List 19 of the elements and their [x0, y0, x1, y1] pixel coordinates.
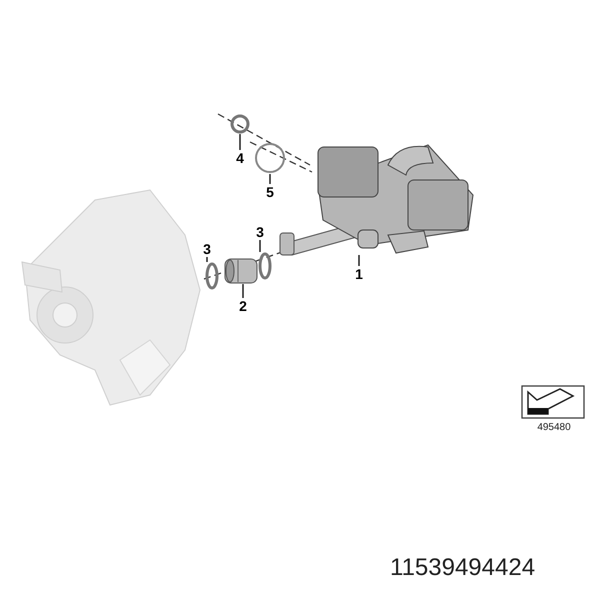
callout-number: 4 [233, 150, 247, 166]
leader-line [358, 255, 360, 266]
o-ring [254, 142, 286, 174]
seal-ring [258, 252, 272, 280]
leader-line [206, 257, 208, 262]
leader-line [269, 174, 271, 184]
seal-ring [230, 114, 250, 134]
leader-line [242, 284, 244, 298]
callout-number: 2 [236, 298, 250, 314]
pipe-sleeve [224, 258, 258, 284]
leader-line [239, 134, 241, 150]
leader-line [259, 240, 261, 252]
seal-ring [205, 262, 219, 290]
callout-number: 5 [263, 184, 277, 200]
part-number: 11539494424 [390, 554, 536, 582]
drawing-number: 495480 [536, 422, 572, 433]
callout-number: 3 [200, 241, 214, 257]
callout-number: 3 [253, 224, 267, 240]
callout-number: 1 [352, 266, 366, 282]
